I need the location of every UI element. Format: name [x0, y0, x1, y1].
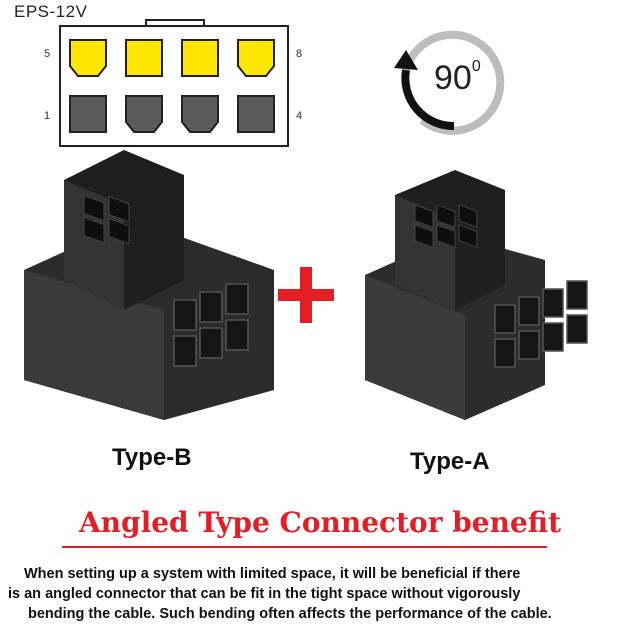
- rotation-angle: 900: [434, 58, 481, 98]
- pin-number-5: 5: [44, 48, 51, 60]
- rotation-value: 90: [434, 59, 472, 97]
- rotation-degree-symbol: 0: [471, 58, 481, 75]
- type-b-label: Type-B: [112, 444, 192, 471]
- eps-12v-pinout-diagram: [59, 19, 289, 147]
- description-line-2: is an angled connector that can be fit i…: [8, 586, 521, 602]
- top-row-pins: [69, 39, 275, 77]
- pin-number-8: 8: [296, 48, 303, 60]
- pin-number-1: 1: [44, 110, 51, 122]
- rotation-arrow-icon: [394, 30, 505, 135]
- type-b-connector-image: [24, 150, 274, 420]
- pinout-title: EPS-12V: [14, 2, 88, 21]
- headline-underline: [62, 546, 547, 548]
- description-line-3: bending the cable. Such bending often af…: [28, 606, 552, 622]
- description-line-1: When setting up a system with limited sp…: [24, 566, 521, 582]
- description: When setting up a system with limited sp…: [8, 564, 638, 624]
- pin-number-4: 4: [296, 110, 303, 122]
- headline: Angled Type Connector benefit: [78, 506, 562, 539]
- plus-icon: [278, 267, 334, 323]
- type-a-label: Type-A: [410, 448, 490, 475]
- type-a-connector-image: [365, 170, 588, 420]
- bottom-row-pins: [69, 95, 275, 133]
